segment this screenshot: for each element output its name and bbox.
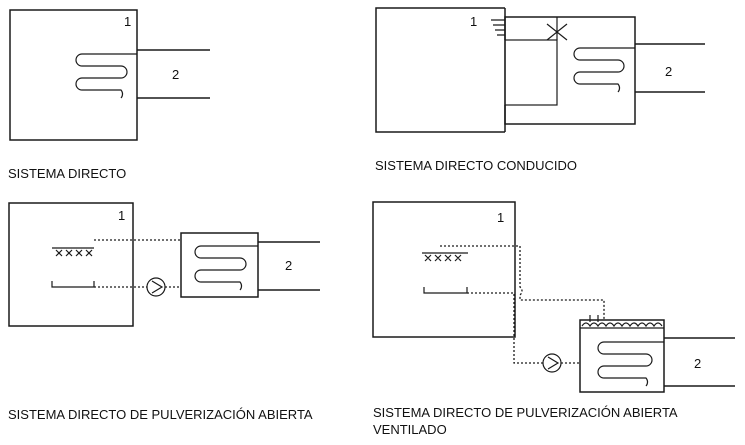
diagram-pulverizacion: 1 2 <box>8 202 320 327</box>
room-box <box>375 7 505 133</box>
pipes <box>664 337 735 387</box>
pump-arrow <box>151 280 164 294</box>
diagram-directo: 1 2 <box>9 9 210 141</box>
room-label: 1 <box>470 14 477 29</box>
spray-nozzles-icon <box>424 254 462 262</box>
diagram-pulverizacion-ventilado: 1 2 <box>372 201 735 393</box>
exchanger-label: 2 <box>694 356 701 371</box>
room-box <box>372 201 516 338</box>
caption-directo-conducido: SISTEMA DIRECTO CONDUCIDO <box>375 158 578 173</box>
vent-stacks <box>589 315 599 322</box>
fan-icon <box>546 17 568 41</box>
exchanger-box <box>579 319 665 393</box>
exchanger-label: 2 <box>172 67 179 82</box>
collection-tray <box>51 281 95 288</box>
return-line <box>467 292 580 364</box>
pump-arrow <box>547 356 560 370</box>
caption-pulverizacion: SISTEMA DIRECTO DE PULVERIZACIÓN ABIERTA <box>8 407 313 422</box>
inner-duct <box>504 39 558 106</box>
room-label: 1 <box>497 210 504 225</box>
caption-directo: SISTEMA DIRECTO <box>8 166 127 181</box>
heat-coil <box>75 53 137 99</box>
vent-grille-icon <box>491 19 505 36</box>
pump-icon <box>542 353 562 373</box>
heat-coil <box>573 47 635 93</box>
pipes <box>137 49 210 99</box>
room-label: 1 <box>118 208 125 223</box>
room-box <box>9 9 138 141</box>
diagram-directo-conducido: 1 2 <box>375 7 705 133</box>
exchanger-label: 2 <box>665 64 672 79</box>
pump-icon <box>146 277 166 297</box>
spray-line <box>440 245 605 320</box>
water-waves-icon <box>581 322 663 328</box>
exchanger-box <box>180 232 259 298</box>
room-label: 1 <box>124 14 131 29</box>
exchanger-label: 2 <box>285 258 292 273</box>
heat-coil <box>194 245 258 291</box>
heat-coil <box>597 341 664 387</box>
pipes <box>635 43 705 93</box>
collection-tray <box>423 287 468 294</box>
pipes <box>258 241 320 291</box>
caption-pulverizacion-ventilado: SISTEMA DIRECTO DE PULVERIZACIÓN ABIERTA… <box>373 405 678 437</box>
room-box <box>8 202 134 327</box>
spray-nozzles-icon <box>55 249 93 257</box>
duct-box <box>504 16 636 125</box>
